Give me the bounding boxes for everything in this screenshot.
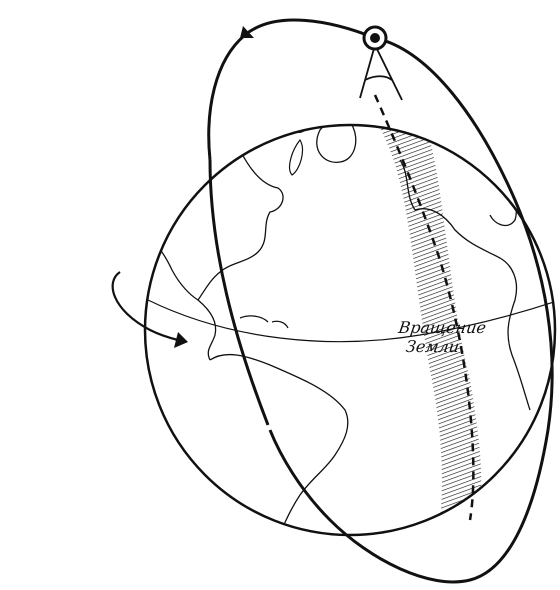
label-line-1: Вращение [397,318,487,337]
satellite-view-cone [360,45,402,100]
label-line-2: Земли [405,337,461,356]
arrow-icon [240,26,254,38]
satellite-core [370,33,380,43]
globe-icon [145,125,555,535]
